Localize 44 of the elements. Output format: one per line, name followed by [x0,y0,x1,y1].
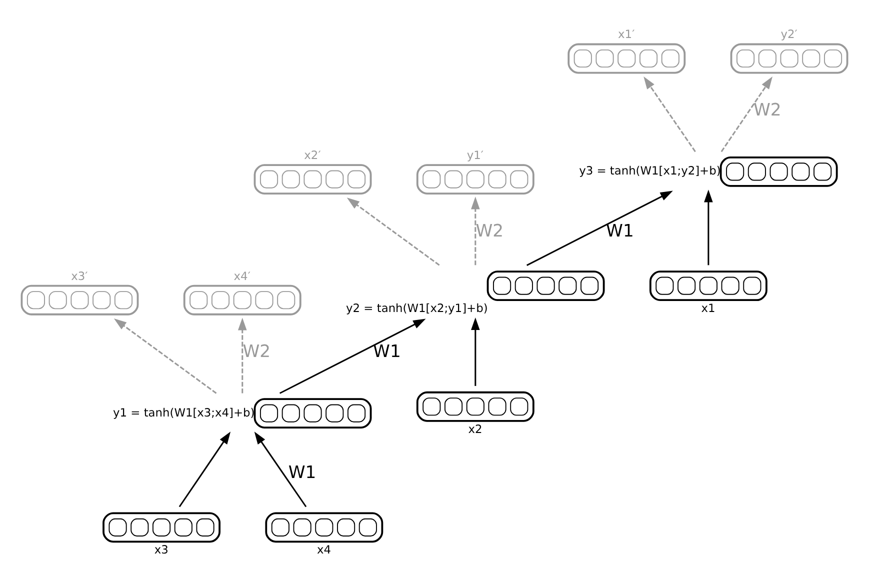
arrow [471,316,480,386]
edge-label: W1 [288,462,316,482]
edge-label: W2 [476,220,504,241]
arrow [704,189,713,265]
node-box [254,398,372,428]
node-label: x1 [701,300,716,315]
node-label: y3 = tanh(W1[x1;y2]+b) [579,163,721,178]
node-box [416,390,534,422]
node-label: y2′ [780,26,798,41]
node-label: x2 [468,421,482,436]
edge-label: W2 [753,100,782,120]
node-box [416,164,534,194]
edge-label: W1 [373,342,401,362]
node-box [20,284,139,315]
node-box [730,42,848,74]
node-box [649,270,768,301]
node-box [720,156,838,186]
node-box [183,284,302,315]
node-label: x4′ [234,268,250,282]
node-label: y1 = tanh(W1[x3;x4]+b) [113,404,255,419]
edge-label: W1 [606,220,634,241]
node-label: x2′ [304,147,321,162]
node-label: x1′ [618,26,635,41]
edge-label: W2 [242,342,271,362]
node-label: x4 [317,542,332,556]
arrow [238,317,247,393]
node-box [102,512,220,542]
node-label: x3′ [71,268,88,282]
arrow [346,197,440,266]
node-box [568,42,686,74]
arrow [254,431,307,507]
arrow [644,76,696,152]
arrow [720,76,772,152]
arrow [178,431,231,507]
arrow [279,318,426,394]
arrow [471,196,480,265]
arrow [526,190,673,266]
node-label: y2 = tanh(W1[x2;y1]+b) [346,300,488,315]
arrow [114,318,217,394]
node-label: y1′ [466,147,484,162]
node-box [265,512,384,542]
node-box [254,164,372,194]
node-box [486,270,605,301]
node-label: x3 [154,542,168,556]
